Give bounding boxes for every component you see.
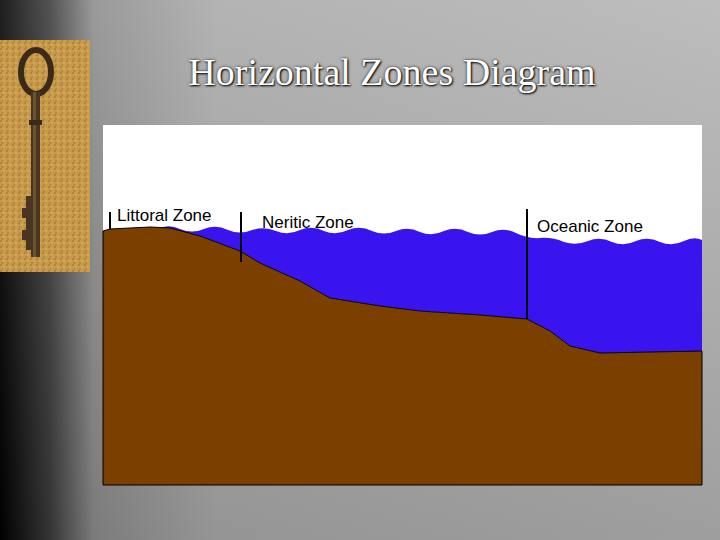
zone-divider [109,212,111,230]
zone-label: Littoral Zone [117,207,212,226]
zone-label: Neritic Zone [262,214,354,233]
slide-title: Horizontal Zones Diagram [130,50,654,94]
key-photo [0,40,90,272]
zone-divider [240,212,242,262]
zone-divider [526,209,528,319]
sea-floor [103,227,702,485]
zone-label: Oceanic Zone [537,218,643,237]
diagram-panel [103,125,702,485]
